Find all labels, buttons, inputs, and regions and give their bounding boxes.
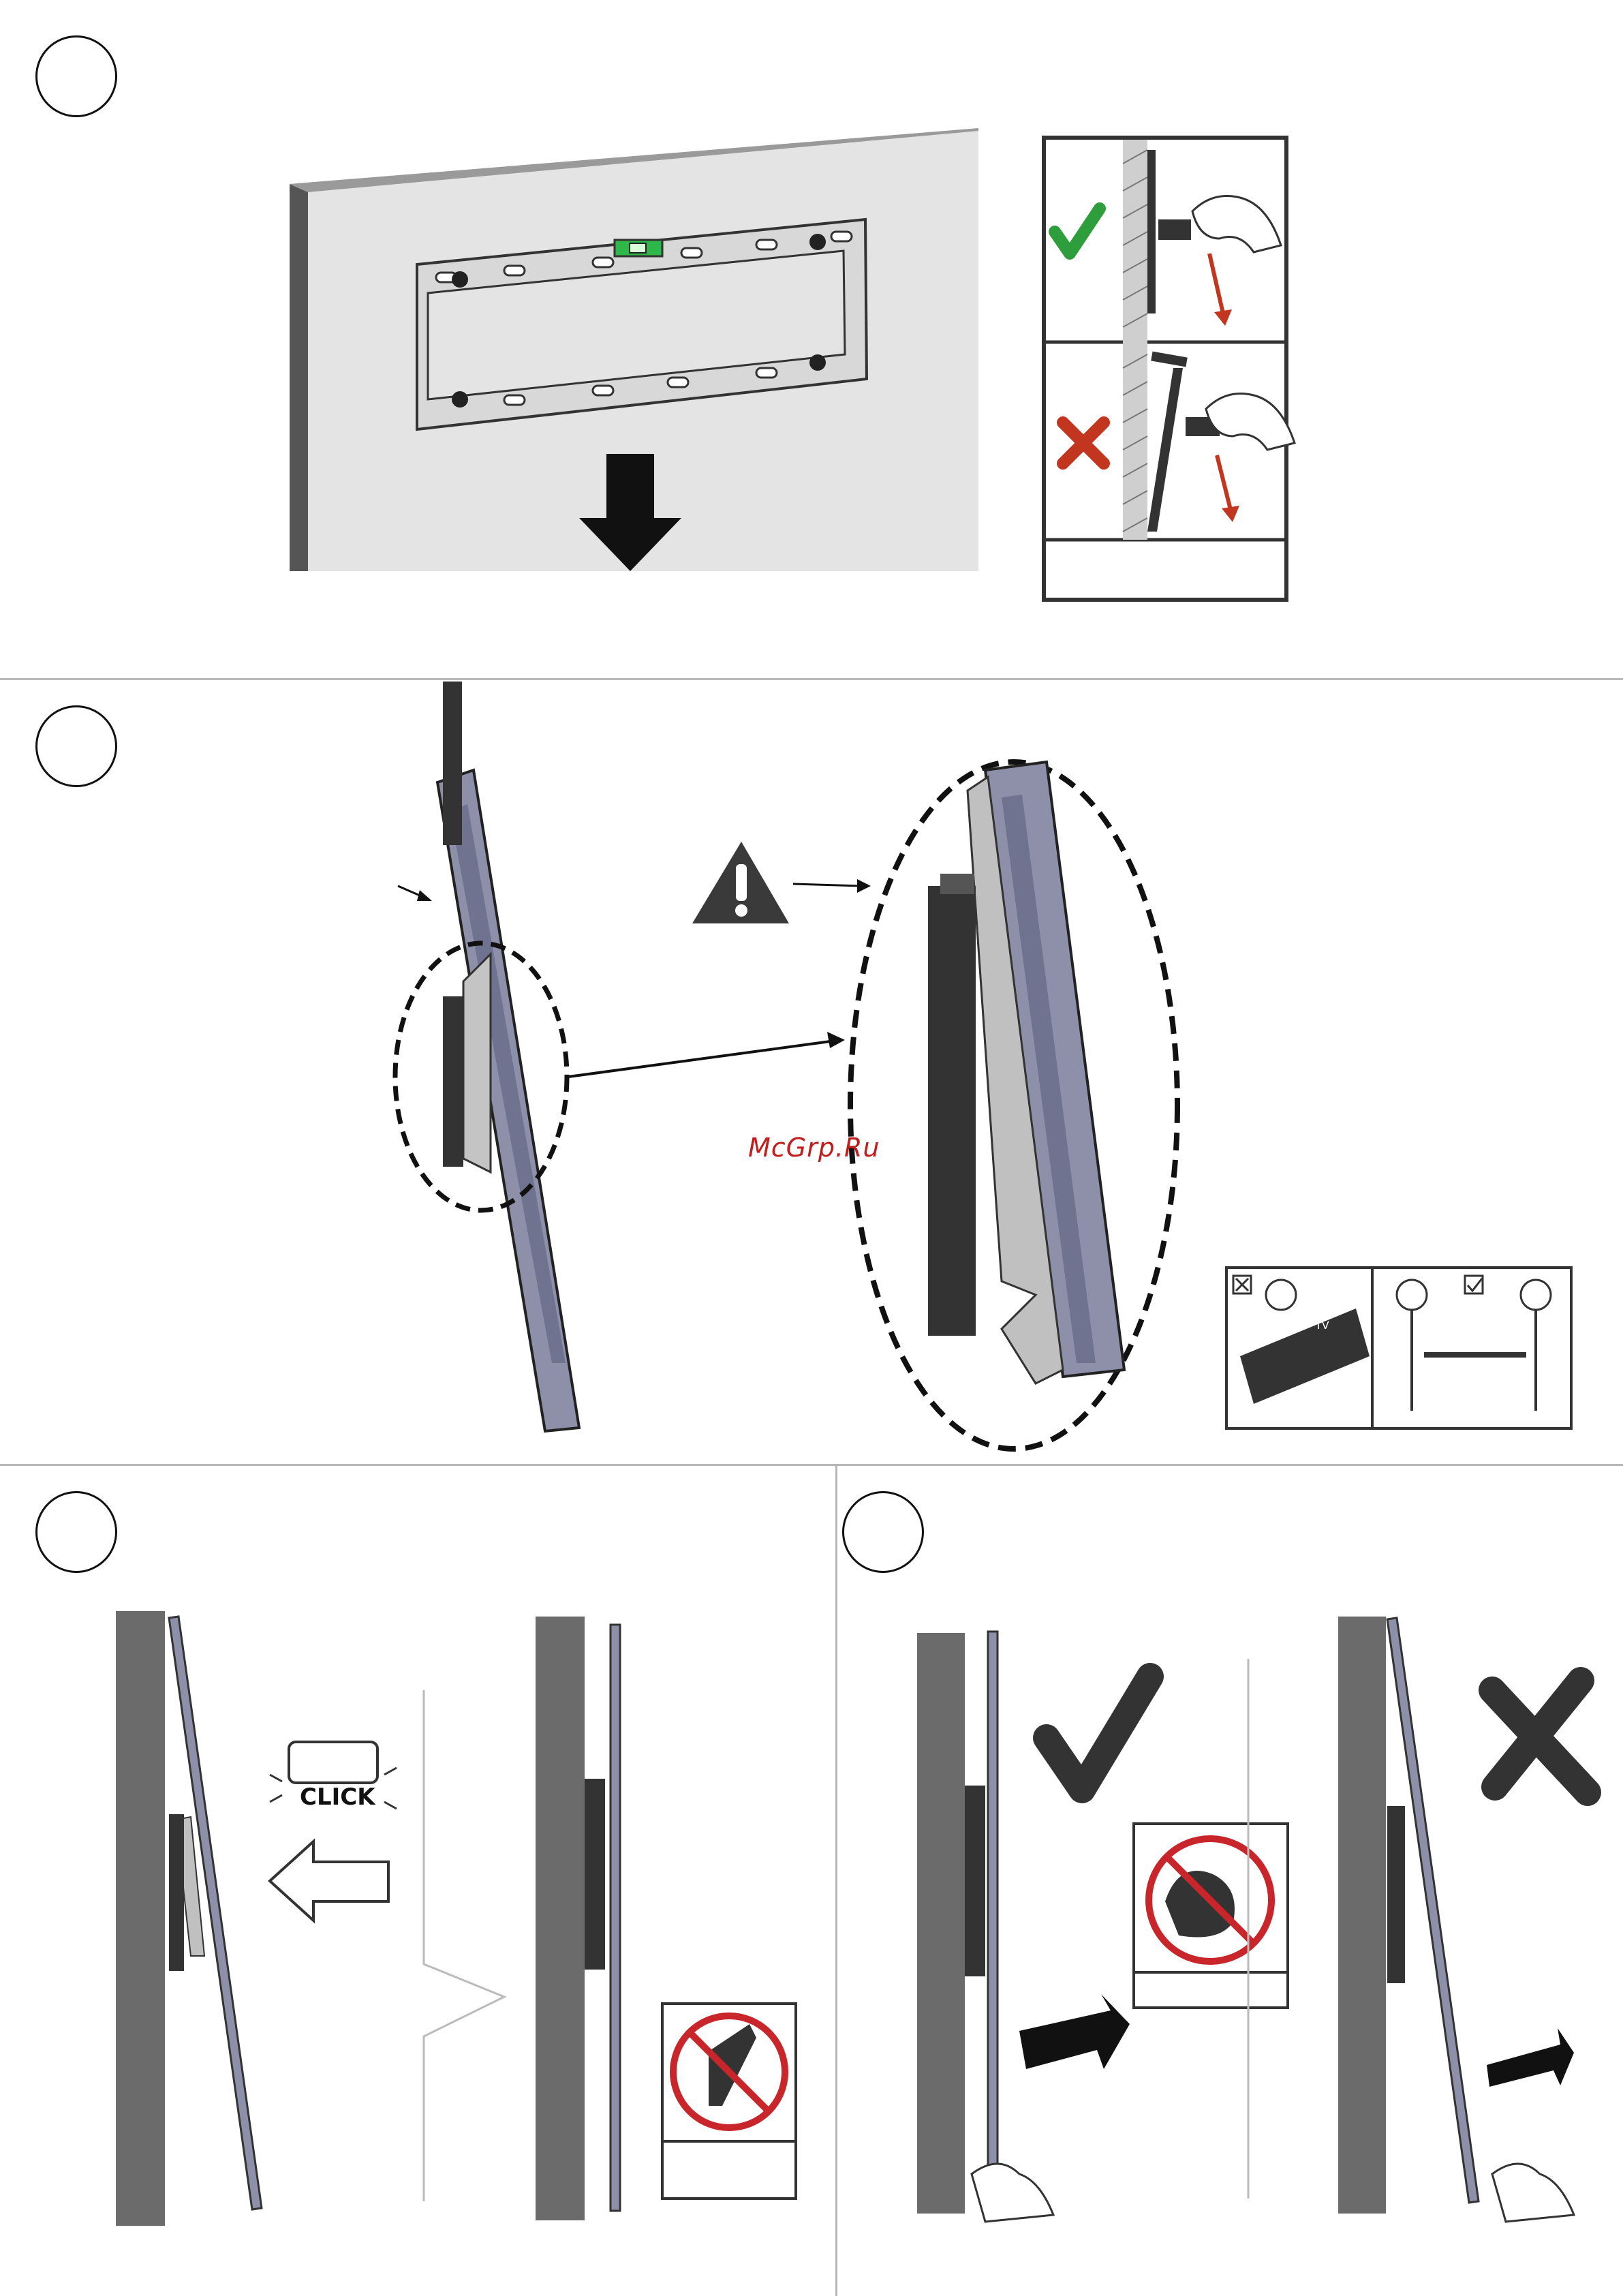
arrow-right-icon [1487, 2028, 1574, 2087]
mount-bracket [443, 996, 463, 1167]
step-1-illustration [0, 0, 1623, 682]
cross-icon [1492, 1681, 1588, 1792]
arrow-left-icon [270, 1841, 388, 1920]
prohibition-icon [1134, 1824, 1288, 2008]
two-person-lift-box: TV [1226, 1268, 1571, 1428]
section-divider [0, 678, 1623, 680]
detail-view [928, 762, 1124, 1383]
hand-icon [972, 2164, 1053, 2222]
click-label: CLICK [300, 1784, 376, 1811]
arrow-right-icon [1019, 1994, 1130, 2069]
hook-on-guide-box [1044, 138, 1295, 600]
wall-edge [290, 184, 308, 571]
tv-label: TV [1314, 1319, 1329, 1332]
step-2-illustration: TV [0, 682, 1623, 1465]
check-icon [1047, 1677, 1150, 1790]
step-4-illustration [838, 1465, 1623, 2296]
step-3-illustration: CLICK [0, 1465, 835, 2296]
level-icon [615, 240, 662, 256]
hand-icon [1492, 2164, 1574, 2222]
prohibition-icon [662, 2004, 796, 2199]
wall-section [116, 1611, 165, 2226]
warning-icon [692, 842, 789, 923]
watermark: McGrp.Ru [748, 1133, 880, 1163]
section-divider-vertical [835, 1465, 837, 2296]
